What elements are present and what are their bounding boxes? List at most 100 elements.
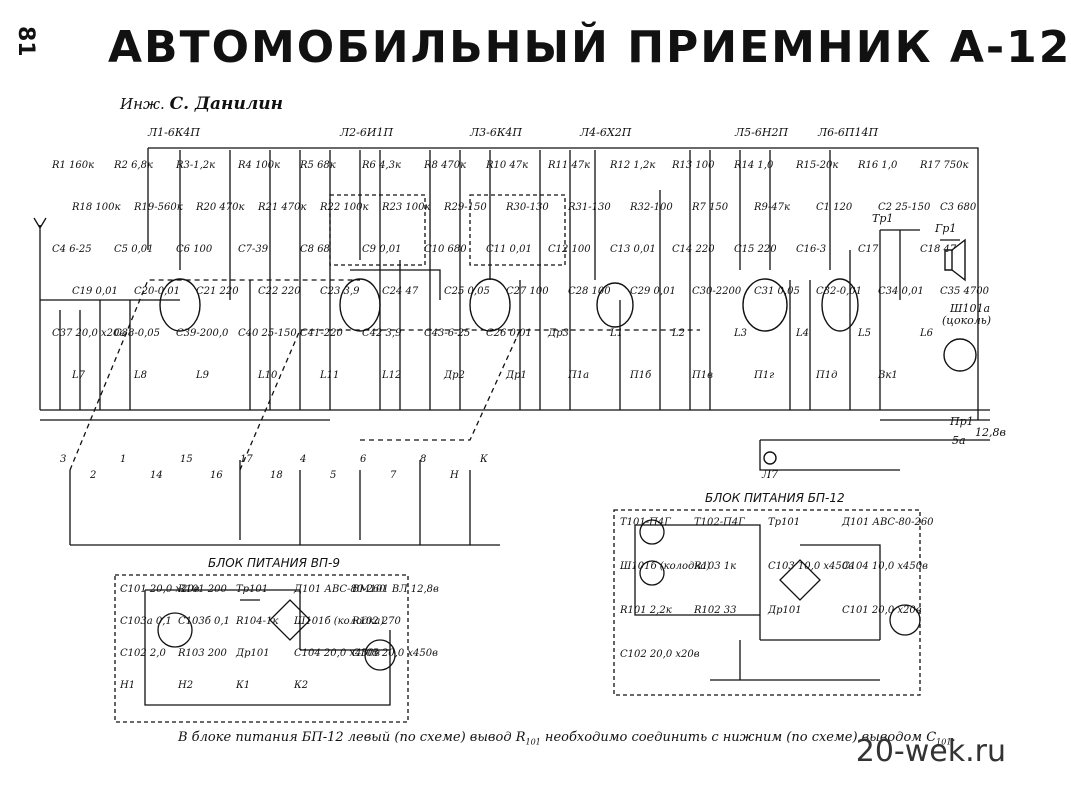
footnote-sub-r: 101: [525, 737, 541, 747]
capacitor-label: C37 20,0 x20в: [52, 328, 125, 339]
resistor-label: R20 470к: [195, 202, 245, 213]
footnote-start: В блоке питания БП-12 левый (по схеме) в…: [178, 730, 526, 745]
capacitor-label: C21 220: [196, 286, 239, 297]
switch-position-label: 4: [299, 454, 306, 465]
resistor-label: R23 100к: [381, 202, 431, 213]
switch-label: П1б: [629, 370, 652, 381]
psu-vp9-component-label: Н2: [177, 680, 193, 691]
tube-l5-envelope: [742, 278, 788, 332]
capacitor-label: C27 100: [506, 286, 549, 297]
resistor-label: R21 470к: [257, 202, 307, 213]
inductor-label: L2: [671, 328, 685, 339]
lamp-symbol: [763, 451, 777, 465]
psu-bp12-component-label: Т101-П4Г: [620, 517, 671, 528]
capacitor-label: C6 100: [176, 244, 213, 255]
psu-bp12-component-label: R103 1к: [693, 561, 736, 572]
inductor-label: L12: [381, 370, 401, 381]
resistor-label: R3-1,2к: [175, 160, 215, 171]
inductor-label: L9: [195, 370, 210, 381]
inductor-label: L10: [257, 370, 278, 381]
psu-bp12-component-label: Д101 АВС-80-260: [841, 517, 934, 528]
psu-bp12-component-label: Тр101: [768, 517, 800, 528]
resistor-label: R14 1,0: [733, 160, 774, 171]
capacitor-label: C26 0,01: [486, 328, 532, 339]
tube-label: Л2-6И1П: [339, 126, 393, 139]
capacitor-label: C4 6-25: [52, 244, 92, 255]
resistor-label: R6 4,3к: [361, 160, 401, 171]
fuse-value: 5а: [952, 434, 966, 447]
capacitor-label: C13 0,01: [610, 244, 656, 255]
capacitor-label: C12 100: [548, 244, 591, 255]
psu-bp12-component-label: Ш101б (колодка): [619, 561, 710, 572]
footnote-sub-c: 101: [936, 737, 952, 747]
psu-vp9-component-label: С103б 0,1: [178, 616, 230, 627]
resistor-label: R16 1,0: [857, 160, 898, 171]
capacitor-label: C19 0,01: [72, 286, 118, 297]
switch-position-label: 16: [210, 470, 223, 481]
psu-vp9-component-label: R101 200: [177, 584, 228, 595]
inductor-label: L4: [795, 328, 809, 339]
psu-vp9-component-label: Ш101б (колодка): [293, 616, 384, 627]
capacitor-label: C35 4700: [940, 286, 990, 297]
capacitor-label: C31 0,05: [754, 286, 800, 297]
capacitor-label: C7-39: [238, 244, 269, 255]
resistor-label: R9-47к: [753, 202, 790, 213]
capacitor-label: C29 0,01: [630, 286, 676, 297]
page-title: АВТОМОБИЛЬНЫЙ ПРИЕМНИК А-12: [108, 22, 1071, 73]
resistor-label: R30-130: [505, 202, 549, 213]
capacitor-label: C3 680: [940, 202, 977, 213]
inductor-label: L8: [133, 370, 147, 381]
misc-labels: Тр1 Гр1 Л7 Пр1 5а 12,8в Ш101а (цоколь): [761, 212, 1006, 481]
capacitor-label: C9 0,01: [362, 244, 401, 255]
tube-label: Л5-6Н2П: [734, 126, 788, 139]
psu-bp12-component-label: С102 20,0 x20в: [620, 649, 700, 660]
inductor-label: L5: [857, 328, 871, 339]
tube-l6-envelope: [821, 278, 859, 332]
resistor-label: R11 47к: [547, 160, 590, 171]
capacitor-label: C25 0,05: [444, 286, 490, 297]
psu-vp9-title: БЛОК ПИТАНИЯ ВП-9: [208, 556, 340, 570]
psu-vp9-component-label: R104-1к: [235, 616, 278, 627]
switch-position-label: Н: [449, 470, 459, 481]
connector-symbol: [943, 338, 977, 372]
switch-label: П1в: [691, 370, 713, 381]
capacitor-label: C22 220: [258, 286, 301, 297]
inductor-label: L11: [319, 370, 339, 381]
connector-note: (цоколь): [942, 314, 991, 327]
capacitor-label: C14 220: [672, 244, 715, 255]
resistor-label: R12 1,2к: [609, 160, 655, 171]
psu-bp12-component-label: Т102-П4Г: [694, 517, 745, 528]
switch-position-label: 1: [120, 454, 126, 465]
switch-label: П1г: [753, 370, 774, 381]
switch-label: П1а: [567, 370, 589, 381]
lamp-label: Л7: [761, 468, 778, 481]
capacitor-label: C5 0,01: [114, 244, 153, 255]
watermark: 20-wek.ru: [855, 734, 1006, 769]
capacitor-label: C43-6-25: [424, 328, 470, 339]
switch-position-label: 14: [150, 470, 163, 481]
switch-position-label: 6: [360, 454, 367, 465]
resistor-label: R13 100: [671, 160, 715, 171]
switch-position-label: 5: [330, 470, 336, 481]
psu-vp9-component-label: R103 200: [177, 648, 228, 659]
capacitor-label: C40 25-150: [238, 328, 297, 339]
capacitor-label: C11 0,01: [486, 244, 532, 255]
psu-bp12-component-label: R102 33: [693, 605, 737, 616]
psu-vp9-component-label: Др101: [235, 648, 270, 659]
resistor-label: R29-150: [443, 202, 487, 213]
switch-position-label: 8: [420, 454, 426, 465]
psu-bp12-component-label: Др101: [767, 605, 802, 616]
footnote-mid: необходимо соединить с нижним (по схеме)…: [540, 730, 937, 745]
capacitor-label: C23 3,9: [320, 286, 360, 297]
psu-bp12-component-label: С103 10,0 x450в: [768, 561, 854, 572]
switch-position-label: 3: [60, 454, 66, 465]
resistor-label: R1 160к: [51, 160, 94, 171]
tube-label: Л4-6Х2П: [579, 126, 632, 139]
inductor-label: L7: [71, 370, 86, 381]
capacitor-label: C15 220: [734, 244, 777, 255]
resistor-label: R22 100к: [319, 202, 369, 213]
inductor-label: Др3: [547, 328, 569, 339]
capacitor-label: C2 25-150: [878, 202, 931, 213]
capacitor-label: C8 68: [300, 244, 330, 255]
capacitor-label: C41-220: [300, 328, 343, 339]
